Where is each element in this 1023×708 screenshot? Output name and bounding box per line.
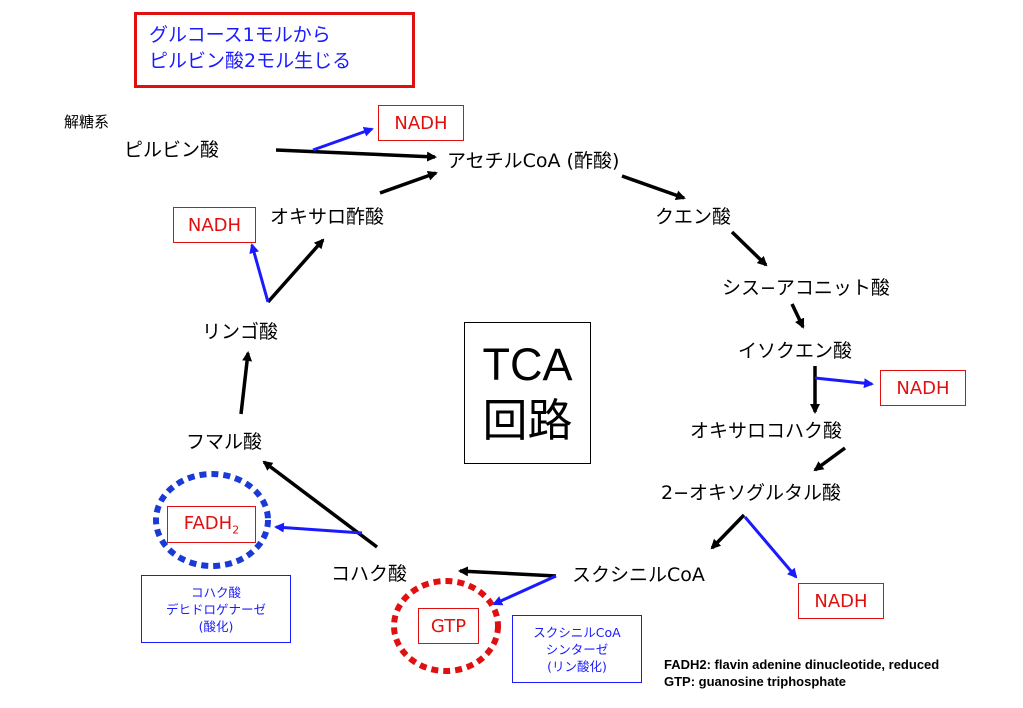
pyruvate-label: ピルビン酸 [124, 139, 220, 161]
fumarate-label: フマル酸 [186, 431, 263, 453]
malate-label: リンゴ酸 [202, 321, 279, 343]
nadh-box-ketoglutarate: NADH [798, 583, 884, 619]
nadh-box-isocitrate: NADH [880, 370, 966, 406]
nadh-text: NADH [187, 214, 242, 236]
arrow-fadh2-from-succinate [274, 522, 363, 535]
fadh2-base: FADH [183, 512, 233, 534]
arrow-acetylcoa-to-citrate [621, 174, 686, 201]
tca-title: TCA [482, 339, 573, 390]
arrow-malate-to-oxaloacetate [266, 238, 325, 304]
abbrev-gtp: GTP: guanosine triphosphate [664, 674, 847, 689]
fadh2-highlight-ring [153, 471, 271, 569]
fadh2-box: FADH2 [167, 506, 256, 543]
succinyl-coa-label: スクシニルCoA [572, 564, 705, 586]
gtp-text: GTP [430, 615, 467, 637]
gtp-box: GTP [418, 608, 479, 644]
nadh-text: NADH [394, 112, 448, 134]
gtp-highlight-ring [391, 578, 501, 674]
oxalosuccinate-label: オキサロコハク酸 [690, 420, 843, 442]
arrow-cisaconitate-to-isocitrate [790, 303, 805, 329]
succinate-label: コハク酸 [331, 563, 408, 585]
note-line-2: ピルビン酸2モル生じる [149, 50, 352, 72]
arrow-citrate-to-cisaconitate [730, 230, 768, 267]
nadh-box-malate: NADH [173, 207, 256, 243]
arrow-succinylcoa-to-succinate [458, 566, 557, 578]
nadh-box-pyruvate: NADH [378, 105, 464, 141]
scs-line-1: スクシニルCoA [533, 624, 621, 640]
arrow-nadh-from-ketoglutarate [743, 516, 798, 579]
sdh-line-2: デヒドロゲナーゼ [165, 601, 266, 617]
arrow-pyruvate-to-acetylcoa [275, 148, 437, 162]
isocitrate-label: イソクエン酸 [738, 340, 853, 362]
nadh-text: NADH [814, 590, 868, 612]
note-line-1: グルコース1モルから [149, 24, 331, 46]
abbreviations-legend: FADH2: flavin adenine dinucleotide, redu… [664, 656, 939, 690]
cis-aconitate-label: シス−アコニット酸 [722, 277, 890, 299]
arrow-gtp-from-succinylcoa [492, 574, 557, 606]
acetyl-coa-label: アセチルCoA (酢酸) [447, 150, 620, 172]
glucose-note-box: グルコース1モルから ピルビン酸2モル生じる [134, 12, 415, 88]
arrow-oxalosuccinate-to-ketoglutarate [813, 446, 847, 472]
scs-line-2: シンターゼ [545, 641, 609, 657]
scs-line-3: (リン酸化) [547, 658, 607, 674]
sdh-line-1: コハク酸 [190, 584, 241, 600]
glycolysis-label: 解糖系 [64, 113, 110, 131]
oxaloacetate-label: オキサロ酢酸 [270, 206, 385, 228]
arrow-nadh-from-pyruvate [312, 126, 374, 152]
nadh-text: NADH [896, 377, 950, 399]
fadh2-subscript: 2 [232, 523, 240, 537]
succinate-dehydrogenase-box: コハク酸 デヒドロゲナーゼ (酸化) [141, 575, 291, 643]
succinyl-coa-synthetase-box: スクシニルCoA シンターゼ (リン酸化) [512, 615, 642, 683]
abbrev-fadh2: FADH2: flavin adenine dinucleotide, redu… [664, 657, 940, 672]
sdh-line-3: (酸化) [198, 618, 234, 634]
arrow-nadh-from-isocitrate [814, 376, 874, 389]
tca-subtitle: 回路 [482, 395, 573, 446]
arrow-nadh-from-malate [249, 243, 270, 303]
tca-cycle-title-box: TCA 回路 [464, 322, 591, 464]
alpha-ketoglutarate-label: 2−オキソグルタル酸 [661, 482, 842, 504]
fadh2-text: FADH2 [184, 513, 239, 537]
arrow-oxaloacetate-to-acetylcoa [379, 170, 438, 195]
citrate-label: クエン酸 [655, 206, 732, 228]
arrow-ketoglutarate-to-succinylcoa [710, 513, 746, 550]
arrow-fumarate-to-malate [239, 351, 253, 415]
